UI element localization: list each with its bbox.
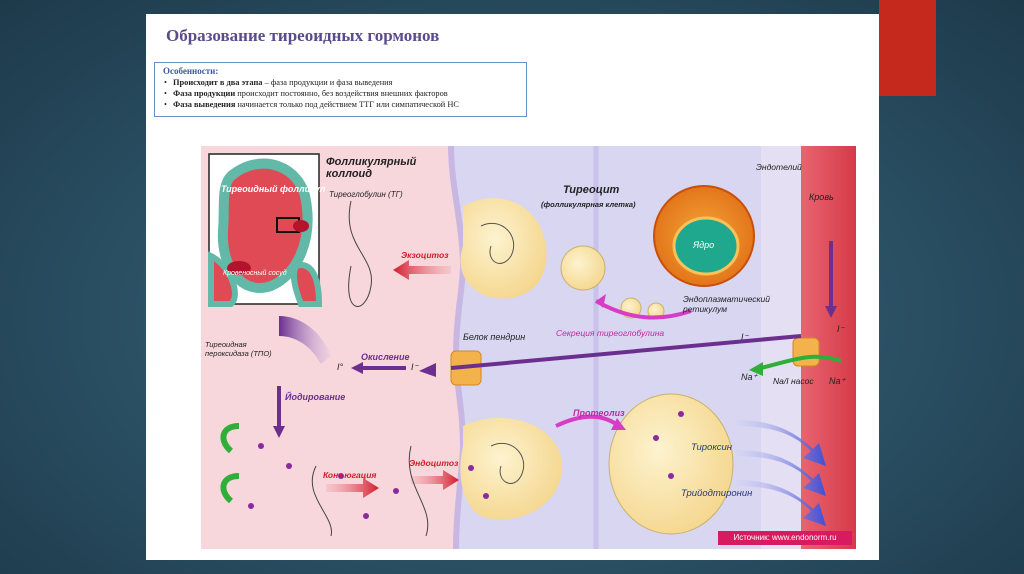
sodium-label-2: Na⁺ — [829, 376, 846, 386]
proteolysis-arrow — [555, 414, 618, 428]
iodination-label: Йодирование — [285, 392, 346, 402]
thyroxine-label: Тироксин — [691, 442, 732, 453]
thyroglobulin-label: Тиреоглобулин (ТГ) — [329, 190, 403, 199]
tpo-funnel — [279, 316, 331, 364]
thyrocyte-sub-label: (фолликулярная клетка) — [541, 200, 636, 209]
endocytosis-arrow — [411, 470, 459, 490]
features-box: Особенности: Происходит в два этапа – фа… — [154, 62, 527, 117]
nucleus — [672, 216, 740, 276]
recycle-arrow — [220, 423, 240, 454]
hormone-release-arrow — [736, 420, 826, 466]
endothelium-label: Эндотелий — [756, 162, 802, 172]
blood-label: Кровь — [809, 192, 834, 202]
vessel-label: Кровеносный сосуд — [223, 270, 287, 277]
secretory-vesicle — [560, 245, 606, 291]
conjugation-label: Конъюгация — [323, 470, 377, 480]
tg-secretion-label: Секреция тиреоглобулина — [556, 328, 665, 338]
nucleus-label: Ядро — [693, 240, 715, 250]
recycle-arrow — [220, 473, 240, 504]
sodium-arrow — [760, 354, 842, 370]
exocytosis-arrow — [393, 260, 451, 280]
iodide-label-1: I⁻ — [411, 362, 419, 372]
features-heading: Особенности: — [163, 66, 219, 76]
secretion-arrow — [595, 299, 692, 320]
exocytosis-label: Экзоцитоз — [401, 250, 449, 260]
follicle-label: Тиреоидный фолликул — [221, 184, 326, 194]
i0-label: I° — [337, 362, 344, 372]
features-list: Происходит в два этапа – фаза продукции … — [163, 77, 518, 110]
iodide-label-3: I⁻ — [837, 324, 845, 334]
proteolysis-label: Протеолиз — [573, 408, 625, 418]
nai-pump — [792, 337, 820, 367]
follicle-inset — [208, 153, 323, 307]
nai-pump-label: Na/I насос — [773, 376, 814, 386]
endocytosis-label: Эндоцитоз — [409, 458, 459, 468]
thyroglobulin-chain — [408, 445, 429, 537]
slide: Образование тиреоидных гормонов Особенно… — [146, 14, 879, 560]
iodine-atoms — [248, 411, 684, 519]
thyroglobulin-chain — [311, 465, 332, 537]
triiodothyronine-label: Трийодтиронин — [681, 488, 753, 499]
iodide-transport-arrow — [450, 334, 802, 370]
source-badge: Источник: www.endonorm.ru — [718, 531, 852, 545]
er-label: Эндоплазматический ретикулум — [683, 294, 770, 314]
accent-bar — [879, 0, 936, 96]
thyrocyte-label: Тиреоцит — [563, 184, 620, 196]
tpo-label: Тиреоидная пероксидаза (ТПО) — [205, 340, 272, 358]
diagram-illustration — [208, 146, 856, 549]
pendrin-label: Белок пендрин — [463, 332, 526, 342]
conjugation-arrow — [326, 478, 379, 498]
proteolysis-vesicle — [608, 393, 734, 535]
features-item: Фаза выведения начинается только под дей… — [164, 99, 518, 110]
iodide-label-2: I⁻ — [741, 332, 749, 342]
hormone-release-arrow — [736, 450, 826, 496]
thyroid-hormone-diagram: Тиреоидный фолликул Кровеносный сосуд Фо… — [201, 146, 856, 549]
oxidation-label: Окисление — [361, 352, 410, 362]
sodium-label-1: Na⁺ — [741, 372, 758, 382]
slide-title: Образование тиреоидных гормонов — [166, 26, 440, 45]
colloid-vesicle-top — [460, 198, 547, 299]
features-item: Фаза продукции происходит постоянно, без… — [164, 88, 518, 99]
thyroglobulin-chain — [348, 200, 372, 307]
colloid-label: Фолликулярный коллоид — [326, 156, 417, 180]
features-item: Происходит в два этапа – фаза продукции … — [164, 77, 518, 88]
hormone-release-arrow — [736, 480, 826, 526]
